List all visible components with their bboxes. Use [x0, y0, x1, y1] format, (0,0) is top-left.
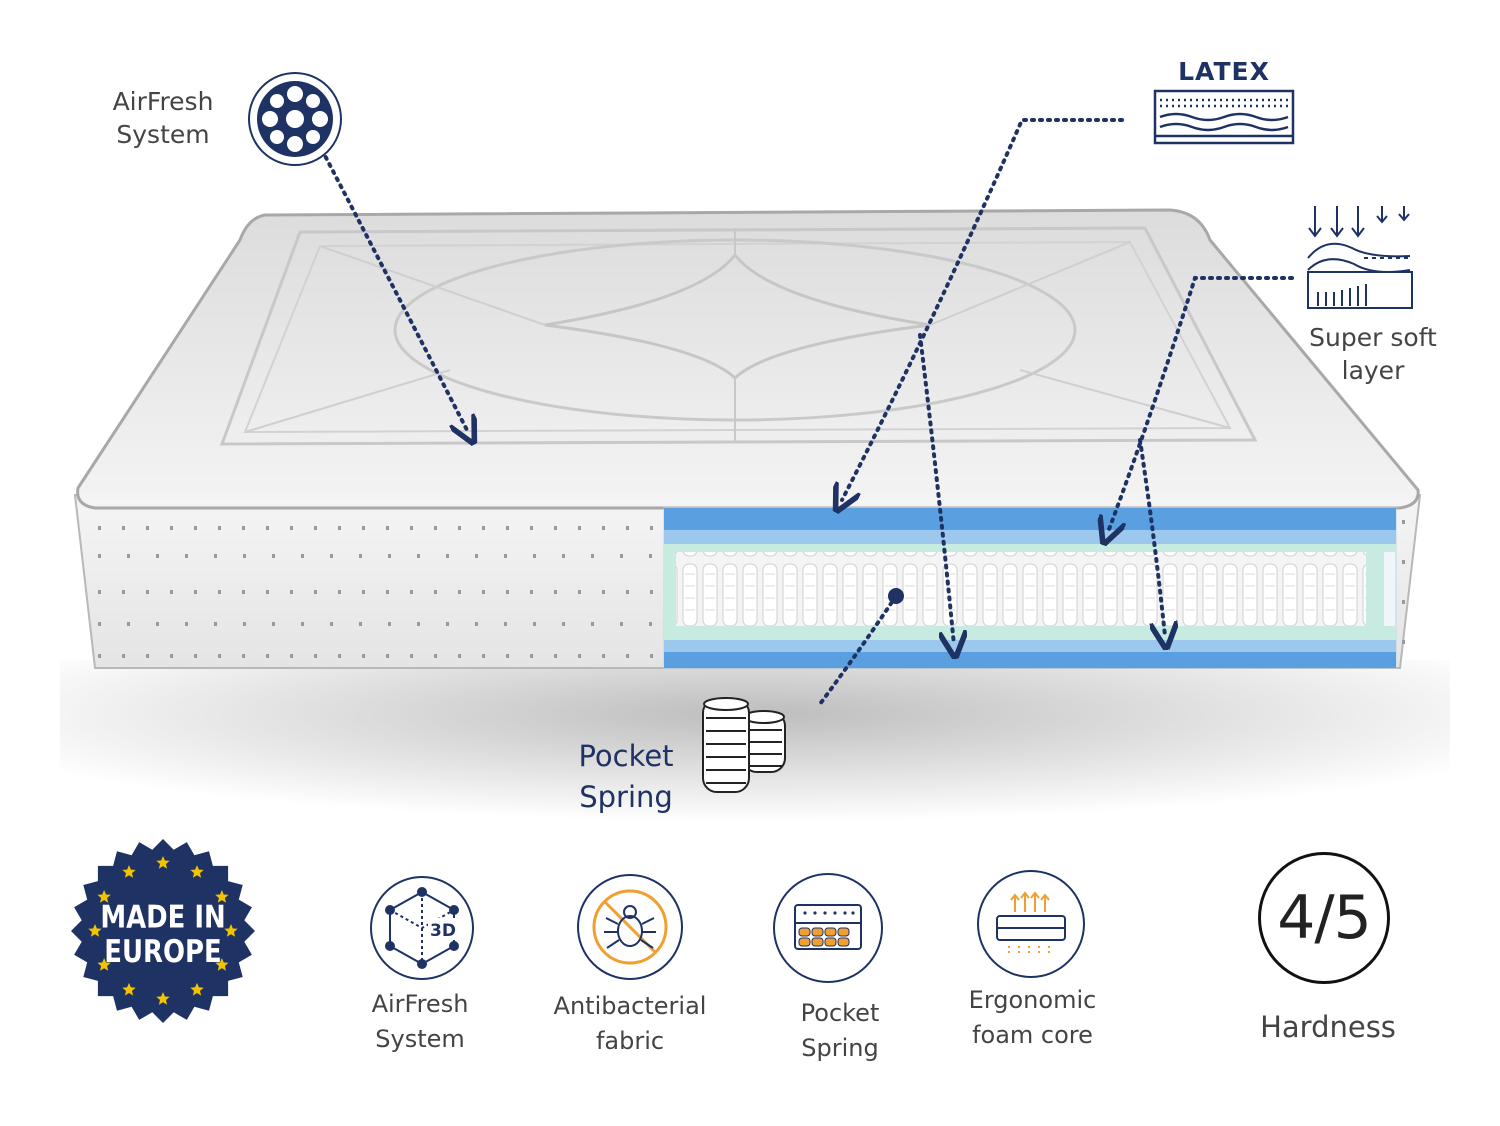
airfresh-pointer: [320, 148, 468, 432]
mattress-illustration: [60, 72, 1450, 840]
airfresh-callout-line-2: System: [116, 119, 210, 149]
badge-star-icon: [215, 890, 229, 903]
feature-ergonomic-label: Ergonomic foam core: [945, 983, 1120, 1053]
foam-core-bottom: [664, 626, 1396, 640]
hardness-label: Hardness: [1260, 1010, 1396, 1044]
badge-star-icon: [190, 865, 204, 878]
airfresh-circle-icon: [248, 72, 342, 166]
no-mite-icon: [592, 889, 668, 965]
super-soft-callout-line-2: layer: [1341, 355, 1405, 385]
badge-star-icon: [97, 890, 111, 903]
super-soft-pointer-2: [1138, 438, 1165, 636]
airfresh-3d-icon: 3D: [370, 876, 474, 980]
super-soft-layer-icon: [1307, 206, 1413, 309]
spring-mattress-icon: [794, 904, 862, 950]
badge-star-icon: [88, 924, 102, 937]
badge-star-icon: [156, 856, 170, 869]
feature-ergonomic-line-1: Ergonomic: [968, 986, 1097, 1014]
feature-antibacterial-line-1: Antibacterial: [553, 992, 707, 1020]
badge-line-1: MADE IN: [100, 898, 225, 935]
badge-star-icon: [215, 958, 229, 971]
feature-antibacterial-label: Antibacterial fabric: [550, 989, 710, 1059]
super-soft-callout-line-1: Super soft: [1309, 323, 1437, 352]
badge-star-icon: [156, 992, 170, 1005]
latex-callout-label: LATEX: [1178, 57, 1270, 86]
latex-layers-icon: [1153, 89, 1295, 145]
side-quilting: [98, 520, 1405, 658]
feature-pocket-spring-label: Pocket Spring: [765, 996, 915, 1066]
pocket-spring-callout-line-1: Pocket: [578, 739, 674, 773]
latex-layer: [664, 508, 1396, 530]
pocket-spring-feature-icon: [773, 873, 883, 983]
badge-star-icon: [122, 865, 136, 878]
pocket-spring-callout-line-2: Spring: [579, 780, 673, 815]
pocket-springs-layer: [676, 552, 1366, 626]
feature-airfresh-line-1: AirFresh: [371, 990, 469, 1018]
badge-line-2: EUROPE: [104, 933, 221, 970]
made-in-europe-badge: MADE IN EUROPE: [71, 839, 255, 1023]
badge-star-icon: [97, 958, 111, 971]
airfresh-callout-label: AirFresh System: [108, 86, 218, 151]
feature-ergonomic-line-2: foam core: [972, 1020, 1093, 1049]
cross-section: [663, 507, 1397, 669]
hardness-rating: 4/5: [1258, 852, 1390, 984]
ergonomic-foam-core-icon: [996, 891, 1066, 956]
mattress-top: [76, 208, 1420, 510]
badge-star-icon: [122, 982, 136, 996]
antibacterial-icon: [577, 874, 683, 980]
3d-badge-text: 3D: [430, 921, 456, 941]
pocket-spring-pointer: [818, 594, 898, 706]
feature-pocket-spring-line-1: Pocket: [800, 999, 880, 1027]
3d-cube-icon: 3D: [385, 887, 459, 969]
airfresh-callout-line-1: AirFresh: [112, 87, 214, 116]
feature-antibacterial-line-2: fabric: [595, 1026, 665, 1055]
foam-core-top: [664, 544, 1396, 552]
feature-pocket-spring-line-2: Spring: [801, 1033, 879, 1062]
pocket-coils-icon: [702, 697, 786, 793]
feature-airfresh-label: AirFresh System: [345, 987, 495, 1057]
super-soft-layer: [664, 530, 1396, 544]
latex-pointer-2: [918, 333, 954, 645]
badge-star-icon: [190, 982, 204, 996]
badge-star-icon: [224, 924, 238, 937]
feature-airfresh-line-2: System: [375, 1024, 465, 1053]
latex-pointer: [842, 118, 1124, 500]
pocket-spring-callout-label: Pocket Spring: [570, 736, 682, 818]
super-soft-pointer: [1108, 276, 1294, 532]
pocket-spring-dot: [888, 588, 904, 604]
super-soft-callout-label: Super soft layer: [1298, 322, 1448, 387]
ergonomic-foam-icon: [977, 870, 1085, 978]
